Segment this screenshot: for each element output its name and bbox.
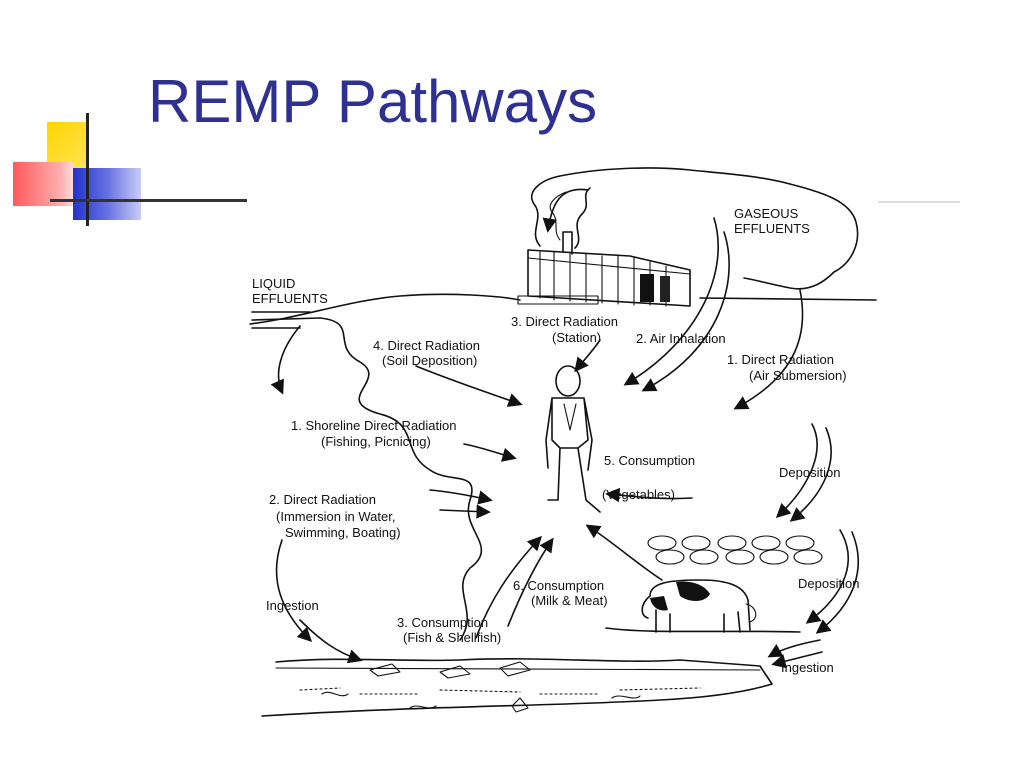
gaseous-effluent-cloud <box>531 167 859 290</box>
decorative-thin-line <box>878 201 960 203</box>
label-immersion-2: (Immersion in Water, <box>276 509 395 524</box>
decorative-horizontal-line <box>50 199 247 202</box>
label-ingestion-right: Ingestion <box>781 660 834 675</box>
decorative-blue-square <box>73 168 141 220</box>
label-milk-meat-1: 6. Consumption <box>513 578 604 593</box>
label-fish-shellfish-2: (Fish & Shellfish) <box>403 630 501 645</box>
river-shore-curve <box>319 317 483 641</box>
ground-line <box>249 293 877 325</box>
label-deposition-upper: Deposition <box>779 465 840 480</box>
vegetable-crops <box>647 535 823 565</box>
water-body <box>261 658 773 717</box>
label-soil-deposition-2: (Soil Deposition) <box>382 353 477 368</box>
label-immersion-1: 2. Direct Radiation <box>269 492 376 507</box>
label-soil-deposition-1: 4. Direct Radiation <box>373 338 480 353</box>
label-ingestion-left: Ingestion <box>266 598 319 613</box>
power-station-building <box>517 231 691 307</box>
label-station-radiation-2: (Station) <box>552 330 601 345</box>
label-vegetables-1: 5. Consumption <box>604 453 695 468</box>
slide-title: REMP Pathways <box>148 68 598 135</box>
cow-figure <box>605 579 801 633</box>
decorative-vertical-line <box>86 113 89 226</box>
pathway-arrows <box>270 188 860 669</box>
label-liquid-effluents-1: LIQUID <box>252 276 295 291</box>
decorative-red-square <box>13 162 73 206</box>
label-shoreline-1: 1. Shoreline Direct Radiation <box>291 418 456 433</box>
label-air-submersion-2: (Air Submersion) <box>749 368 847 383</box>
liquid-effluent-outflow <box>251 311 321 329</box>
label-air-submersion-1: 1. Direct Radiation <box>727 352 834 367</box>
label-gaseous-effluents-1: GASEOUS <box>734 206 799 221</box>
label-gaseous-effluents-2: EFFLUENTS <box>734 221 810 236</box>
label-deposition-lower: Deposition <box>798 576 859 591</box>
label-immersion-3: Swimming, Boating) <box>285 525 401 540</box>
label-station-radiation-1: 3. Direct Radiation <box>511 314 618 329</box>
label-fish-shellfish-1: 3. Consumption <box>397 615 488 630</box>
label-air-inhalation: 2. Air Inhalation <box>636 331 726 346</box>
label-shoreline-2: (Fishing, Picnicing) <box>321 434 431 449</box>
label-vegetables-2: (Vegetables) <box>602 487 675 502</box>
label-milk-meat-2: (Milk & Meat) <box>531 593 608 608</box>
person-figure <box>545 365 601 513</box>
label-liquid-effluents-2: EFFLUENTS <box>252 291 328 306</box>
